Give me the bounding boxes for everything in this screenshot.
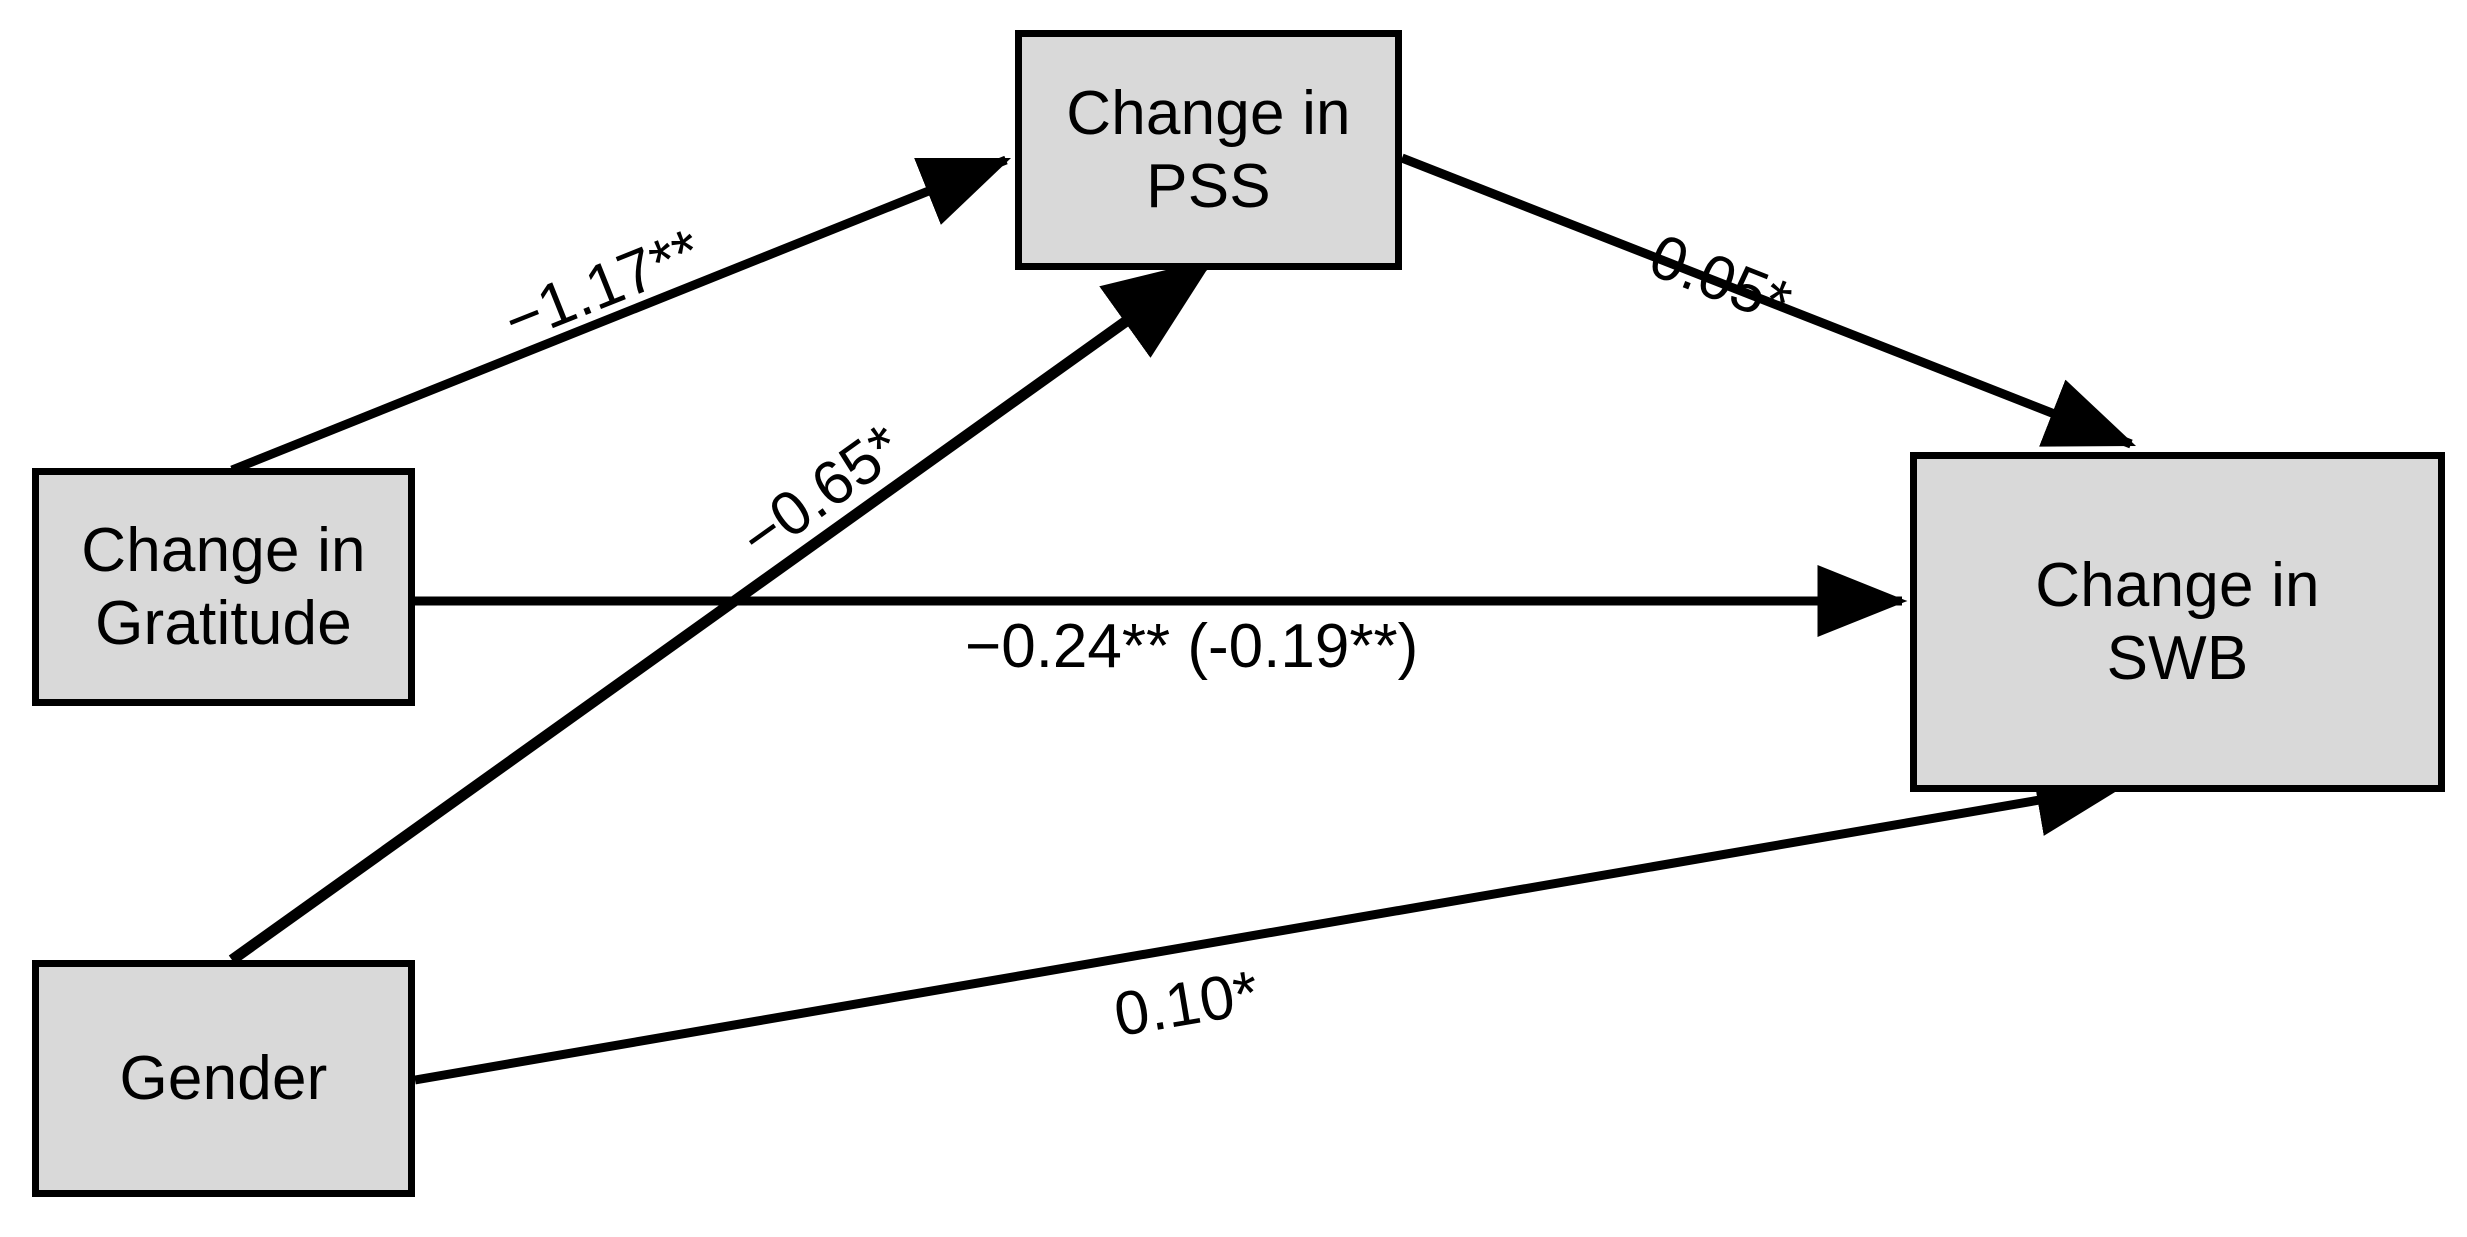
- node-change-in-swb-label: Change in SWB: [2035, 550, 2320, 693]
- edge-label-gratitude-to-swb: −0.24** (-0.19**): [965, 612, 1419, 681]
- node-gender-label: Gender: [119, 1043, 328, 1113]
- arrow-gratitude-to-pss: [230, 155, 1012, 475]
- node-change-in-pss[interactable]: Change in PSS: [1015, 30, 1402, 270]
- arrow-pss-to-swb: [1400, 153, 2137, 449]
- node-change-in-gratitude-label: Change in Gratitude: [81, 515, 366, 658]
- node-gender[interactable]: Gender: [32, 960, 415, 1197]
- node-change-in-pss-label: Change in PSS: [1066, 78, 1351, 221]
- node-change-in-gratitude[interactable]: Change in Gratitude: [32, 468, 415, 706]
- arrow-gender-to-pss: [228, 257, 1215, 965]
- node-change-in-swb[interactable]: Change in SWB: [1910, 452, 2445, 792]
- arrow-gender-to-swb: [414, 764, 2127, 1085]
